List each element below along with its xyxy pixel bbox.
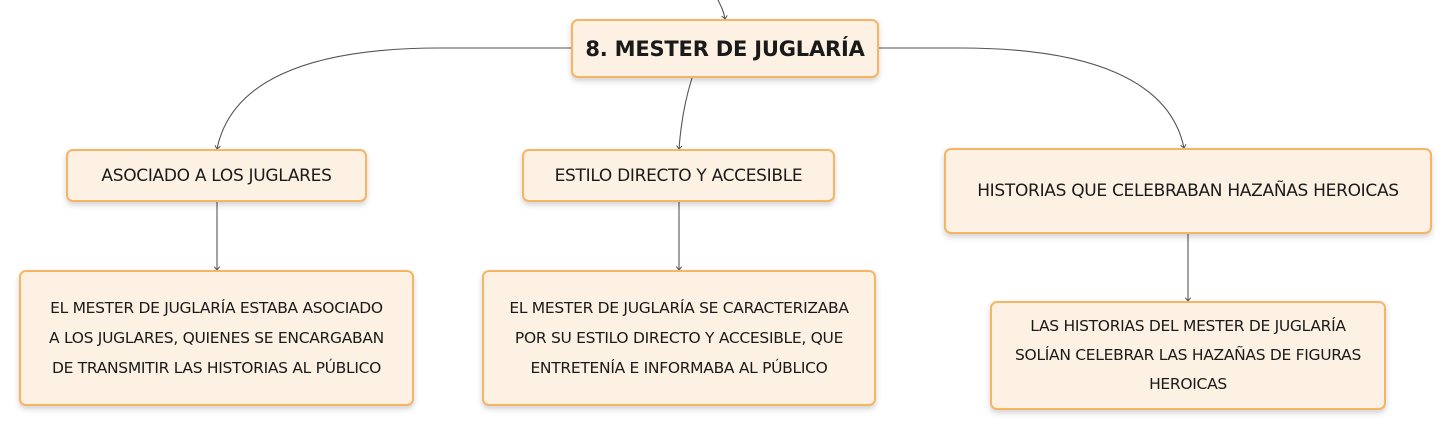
detail-line: A LOS JUGLARES, QUIENES SE ENCARGABAN	[49, 329, 384, 347]
detail-text: EL MESTER DE JUGLARÍA SE CARACTERIZABA P…	[509, 293, 849, 383]
branch-node-juglares[interactable]: ASOCIADO A LOS JUGLARES	[66, 149, 367, 202]
root-node-label: 8. MESTER DE JUGLARÍA	[585, 36, 865, 61]
detail-line: ENTRETENÍA E INFORMABA AL PÚBLICO	[530, 359, 828, 377]
detail-line: POR SU ESTILO DIRECTO Y ACCESIBLE, QUE	[514, 329, 844, 347]
detail-node-historias[interactable]: LAS HISTORIAS DEL MESTER DE JUGLARÍA SOL…	[990, 301, 1386, 410]
branch-node-label: ASOCIADO A LOS JUGLARES	[101, 165, 332, 186]
detail-node-juglares[interactable]: EL MESTER DE JUGLARÍA ESTABA ASOCIADO A …	[19, 270, 414, 406]
branch-node-estilo[interactable]: ESTILO DIRECTO Y ACCESIBLE	[522, 149, 835, 202]
connector-root-to-branch-3	[879, 47, 1187, 149]
detail-line: EL MESTER DE JUGLARÍA SE CARACTERIZABA	[509, 299, 849, 317]
connector-parent-to-root	[717, 0, 728, 20]
detail-line: DE TRANSMITIR LAS HISTORIAS AL PÚBLICO	[51, 359, 382, 377]
detail-text: LAS HISTORIAS DEL MESTER DE JUGLARÍA SOL…	[1015, 312, 1361, 399]
detail-line: EL MESTER DE JUGLARÍA ESTABA ASOCIADO	[50, 299, 383, 317]
detail-line: HEROICAS	[1149, 375, 1227, 393]
detail-text: EL MESTER DE JUGLARÍA ESTABA ASOCIADO A …	[49, 293, 384, 383]
detail-node-estilo[interactable]: EL MESTER DE JUGLARÍA SE CARACTERIZABA P…	[482, 270, 876, 406]
branch-node-historias[interactable]: HISTORIAS QUE CELEBRABAN HAZAÑAS HEROICA…	[944, 148, 1432, 234]
detail-line: LAS HISTORIAS DEL MESTER DE JUGLARÍA	[1030, 317, 1346, 335]
connector-root-to-branch-2	[676, 77, 693, 150]
connector-root-to-branch-1	[214, 47, 571, 150]
root-node[interactable]: 8. MESTER DE JUGLARÍA	[571, 19, 879, 78]
branch-node-label: ESTILO DIRECTO Y ACCESIBLE	[554, 165, 803, 186]
detail-line: SOLÍAN CELEBRAR LAS HAZAÑAS DE FIGURAS	[1015, 346, 1361, 364]
branch-node-label: HISTORIAS QUE CELEBRABAN HAZAÑAS HEROICA…	[977, 181, 1399, 201]
